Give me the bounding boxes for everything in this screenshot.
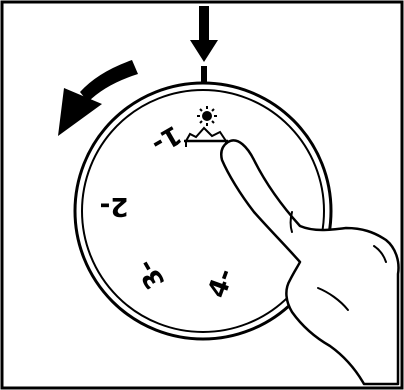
dial-label-2: 2- (100, 191, 129, 221)
